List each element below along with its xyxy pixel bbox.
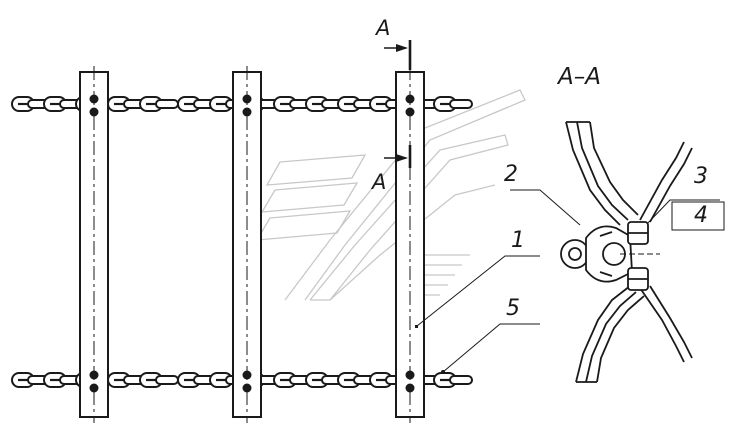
watermark-logo [255,89,526,301]
section-marker-bottom-label: A [372,170,387,194]
bolt-head [242,370,252,380]
bolt-head [89,94,99,104]
bolt-head [405,370,415,380]
bolt-head [89,383,99,393]
bolt-head [89,107,99,117]
chain-link [449,375,473,385]
cross-bars [79,66,425,423]
callout-5: 5 [506,296,520,321]
callout-2: 2 [504,162,518,187]
chain-link [449,99,473,109]
chain [177,96,473,112]
bolt-head [405,383,415,393]
chain-link [155,375,179,385]
bolt-head [242,94,252,104]
leader-lines [416,189,725,373]
section-view-title: A–A [558,64,601,90]
callout-1: 1 [511,228,525,253]
chain [177,372,473,388]
bolt-head [405,94,415,104]
section-view [560,121,693,383]
bolt-head [89,370,99,380]
cross-bar [395,66,425,423]
callout-4: 4 [694,203,708,228]
bolt-head [405,107,415,117]
cross-bar [232,66,262,423]
section-marker-top-label: A [376,16,391,40]
callout-3: 3 [694,164,708,189]
section-cut-markers [384,40,412,168]
leader-dots [415,325,445,374]
bolt-head [242,107,252,117]
bolt-head [242,383,252,393]
cross-bar [79,66,109,423]
chain-link [155,99,179,109]
